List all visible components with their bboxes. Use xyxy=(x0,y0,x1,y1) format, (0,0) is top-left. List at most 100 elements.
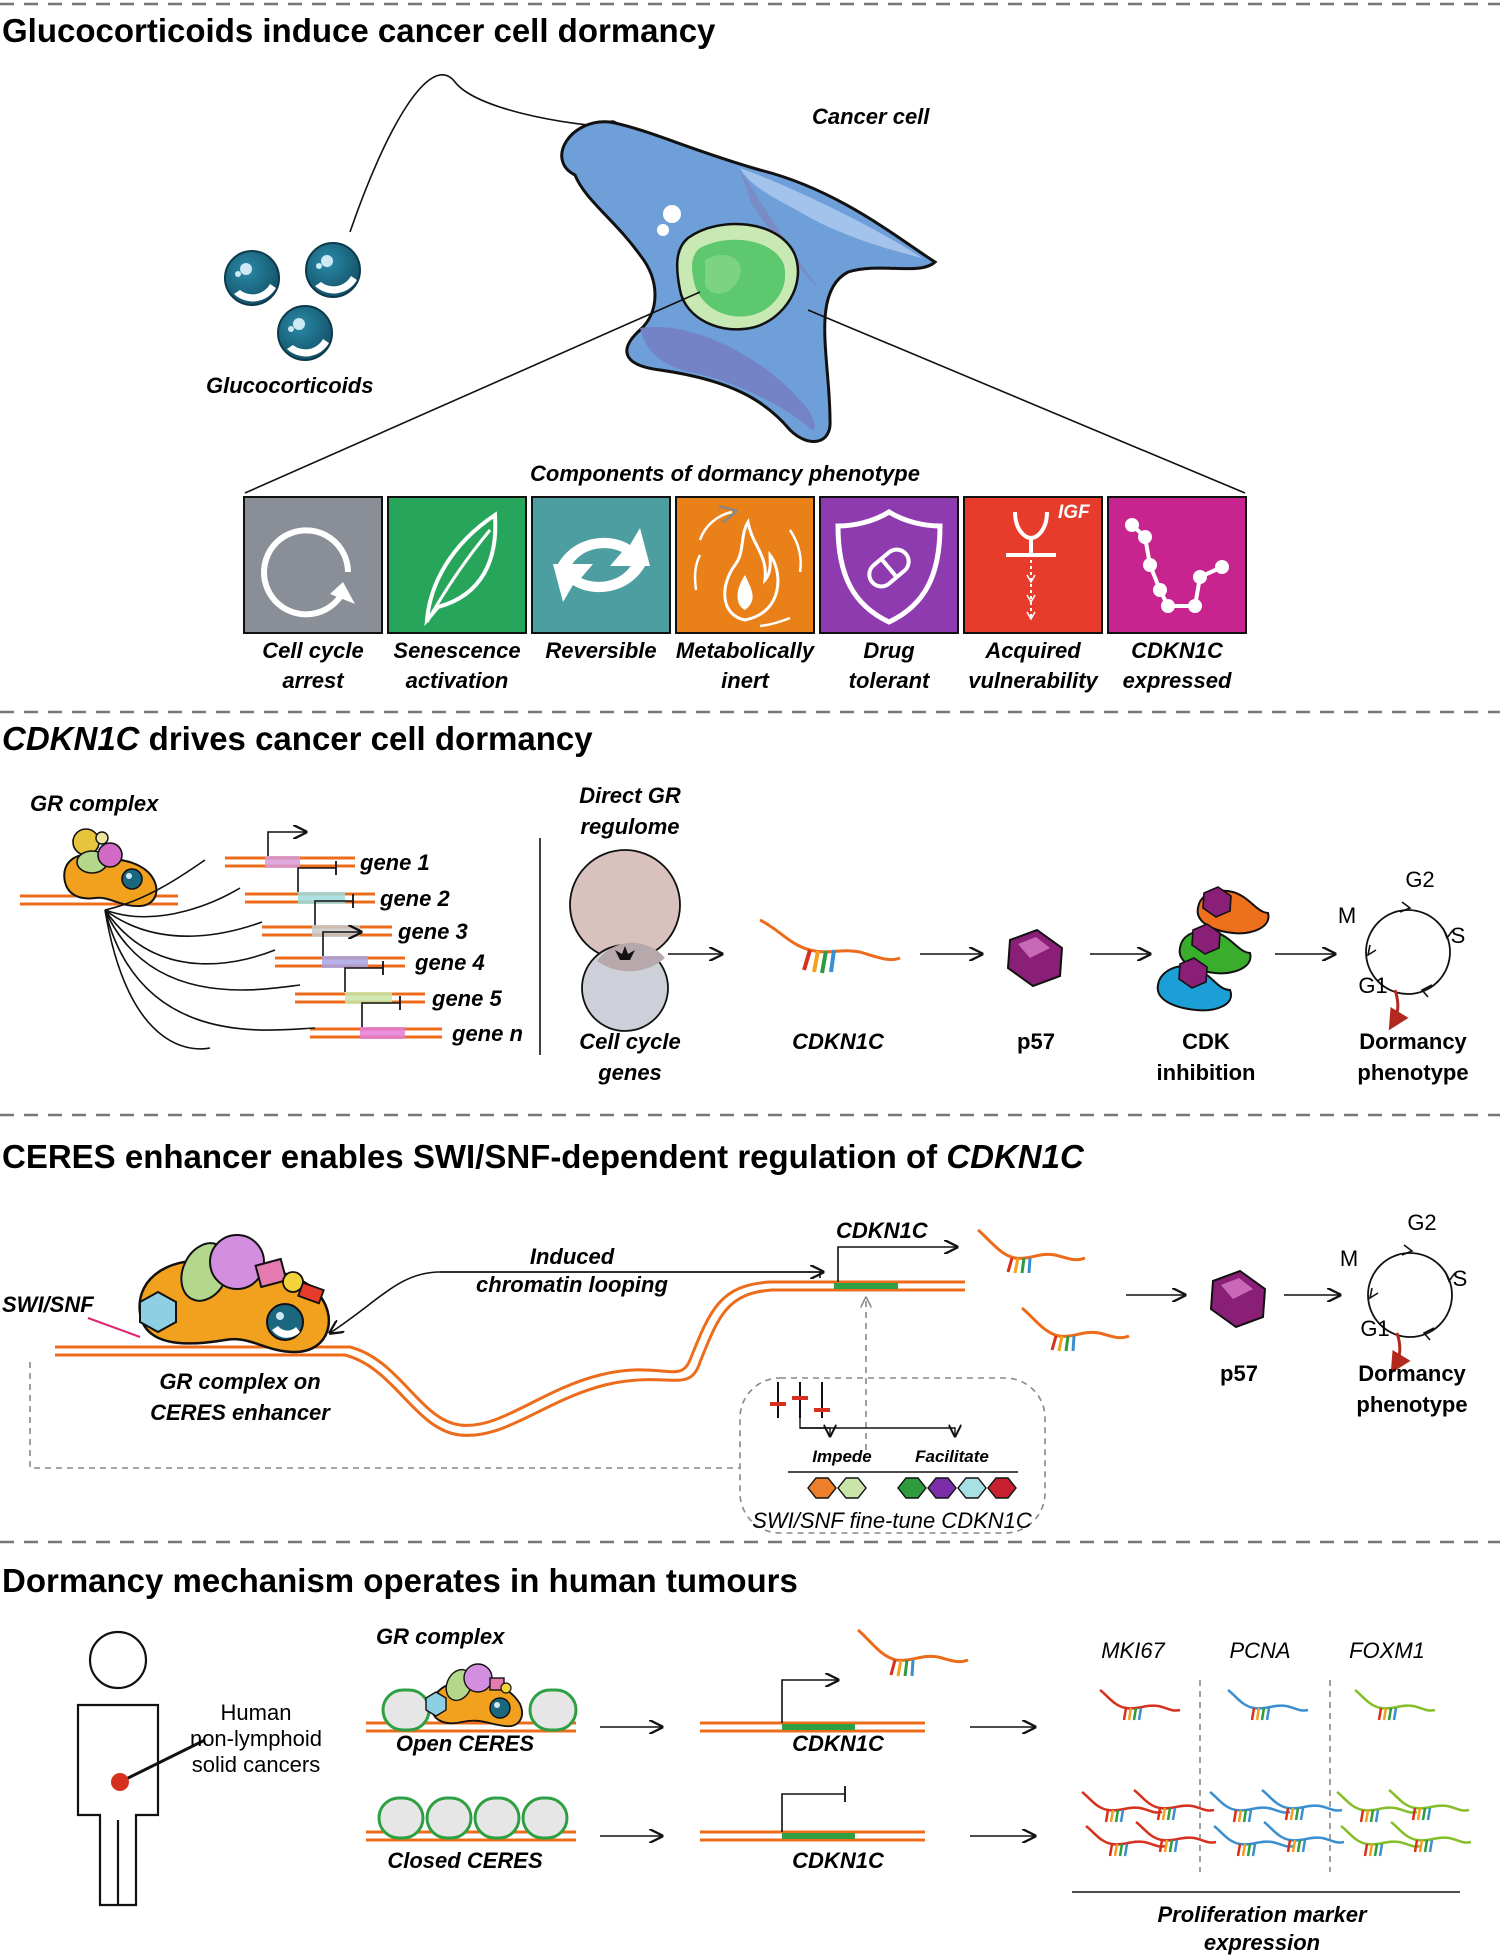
swisnf-pointer xyxy=(87,1317,141,1338)
component-label-5: Drug xyxy=(863,638,915,663)
prolif-label-1: Proliferation marker xyxy=(1157,1902,1368,1927)
component-cdkn1c-expressed xyxy=(1107,496,1247,634)
glucocorticoid-sphere-icon xyxy=(277,305,333,361)
finetune-label: SWI/SNF fine-tune CDKN1C xyxy=(752,1508,1032,1533)
gr-on-label-1: GR complex on xyxy=(159,1369,320,1394)
gr-complex-label: GR complex xyxy=(30,791,159,816)
cdkn1c-label: CDKN1C xyxy=(792,1731,885,1756)
component-sublabel-5: tolerant xyxy=(849,668,931,693)
component-acquired-vulnerability: IGF xyxy=(963,496,1103,634)
marker-pcna-label: PCNA xyxy=(1229,1638,1290,1663)
gr-complex-icon xyxy=(20,828,178,908)
marker-rnas xyxy=(1081,1689,1472,1857)
closed-ceres-icon xyxy=(366,1796,576,1842)
flame-icon xyxy=(693,512,802,628)
marker-mrna-icon xyxy=(1263,1821,1345,1853)
component-reversible xyxy=(531,496,671,634)
component-labels: Cell cyclearrestSenescenceactivationReve… xyxy=(262,638,1232,693)
marker-mrna-icon xyxy=(1354,1689,1436,1721)
dormancy-label-1: Dormancy xyxy=(1359,1029,1467,1054)
marker-mrna-icon xyxy=(1261,1789,1343,1821)
dormancy-label-2: phenotype xyxy=(1357,1060,1468,1085)
component-metabolically-inert xyxy=(675,496,815,634)
p57-hexagon-icon xyxy=(1006,928,1064,988)
looping-arrow xyxy=(330,1271,821,1333)
reverse-arrows-icon xyxy=(553,528,650,602)
marker-mrna-icon xyxy=(1213,1825,1295,1857)
promoter-arrow xyxy=(837,1247,957,1282)
marker-mrna-icon xyxy=(1340,1825,1422,1857)
cdkn1c-repressed-icon xyxy=(700,1786,925,1842)
looping-label-1: Induced xyxy=(530,1244,615,1269)
component-sublabel-6: vulnerability xyxy=(968,668,1099,693)
regulator-bars-icon xyxy=(770,1382,955,1436)
facilitate-label: Facilitate xyxy=(915,1447,989,1466)
component-cell-cycle-arrest xyxy=(243,496,383,634)
open-ceres-label: Open CERES xyxy=(396,1731,534,1756)
component-sublabel-4: inert xyxy=(721,668,770,693)
zoom-line-right xyxy=(807,309,1246,494)
dormancy-label-1: Dormancy xyxy=(1358,1361,1466,1386)
component-drug-tolerant xyxy=(819,496,959,634)
swisnf-subunits xyxy=(807,1477,1017,1499)
glucocorticoid-sphere-icon xyxy=(224,250,280,306)
venn-bottom-label-2: genes xyxy=(597,1060,662,1085)
p57-hexagon-icon xyxy=(1209,1269,1267,1329)
gene-label: gene 4 xyxy=(414,950,485,975)
callout-connector xyxy=(29,1362,740,1469)
gene-label: gene 2 xyxy=(379,886,450,911)
gr-complex-label: GR complex xyxy=(376,1624,505,1649)
phase-s: S xyxy=(1453,1266,1468,1291)
glucocorticoids-label: Glucocorticoids xyxy=(206,373,373,398)
leaf-icon xyxy=(424,511,498,627)
gr-on-label-2: CERES enhancer xyxy=(150,1400,331,1425)
human-label-2: non-lymphoid xyxy=(190,1726,322,1751)
section1-title: Glucocorticoids induce cancer cell dorma… xyxy=(2,12,716,49)
p57-label: p57 xyxy=(1017,1029,1055,1054)
component-label-2: Senescence xyxy=(393,638,520,663)
component-senescence-activation xyxy=(387,496,527,634)
venn-top-label-2: regulome xyxy=(580,814,679,839)
mrna-pair-icon xyxy=(977,1228,1130,1352)
chromatin-loop xyxy=(55,1280,965,1437)
gene-row: gene 4 xyxy=(275,932,485,975)
components-row: IGF xyxy=(243,496,1247,634)
cdkn1c-gene-label: CDKN1C xyxy=(836,1218,929,1243)
section4-title: Dormancy mechanism operates in human tum… xyxy=(2,1562,798,1599)
marker-mrna-icon xyxy=(1209,1791,1291,1823)
gene-row: gene n xyxy=(310,996,523,1046)
component-sublabel-1: arrest xyxy=(282,668,345,693)
marker-mrna-icon xyxy=(1085,1825,1167,1857)
gene-row: gene 2 xyxy=(245,861,450,911)
p57-label: p57 xyxy=(1220,1361,1258,1386)
phase-m: M xyxy=(1340,1246,1358,1271)
human-label-1: Human xyxy=(221,1700,292,1725)
phase-g2: G2 xyxy=(1405,867,1434,892)
venn-top-label-1: Direct GR xyxy=(579,783,681,808)
cdkn1c-active-icon xyxy=(700,1628,969,1733)
marker-foxm1-label: FOXM1 xyxy=(1349,1638,1425,1663)
cancer-cell-label: Cancer cell xyxy=(812,104,930,129)
cdkn1c-label: CDKN1C xyxy=(792,1029,885,1054)
phase-g1: G1 xyxy=(1358,973,1387,998)
phase-g2: G2 xyxy=(1407,1210,1436,1235)
cdk-inhibition-icon xyxy=(1156,886,1270,1012)
prolif-label-2: expression xyxy=(1204,1930,1320,1955)
cell-cycle-icon xyxy=(1365,901,1454,1031)
component-label-3: Reversible xyxy=(545,638,656,663)
closed-ceres-label: Closed CERES xyxy=(387,1848,543,1873)
phase-g1: G1 xyxy=(1360,1316,1389,1341)
section2-title: CDKN1C drives cancer cell dormancy xyxy=(2,720,593,757)
finetune-box xyxy=(739,1377,1046,1534)
glucocorticoid-spheres xyxy=(224,242,361,361)
component-label-4: Metabolically xyxy=(676,638,816,663)
swisnf-label: SWI/SNF xyxy=(2,1292,94,1317)
human-label-3: solid cancers xyxy=(192,1752,320,1777)
venn-bottom-label-1: Cell cycle xyxy=(579,1029,681,1054)
mrna-icon xyxy=(759,918,901,974)
impede-label: Impede xyxy=(812,1447,872,1466)
phase-m: M xyxy=(1338,903,1356,928)
gr-complex-large-icon xyxy=(138,1234,331,1354)
